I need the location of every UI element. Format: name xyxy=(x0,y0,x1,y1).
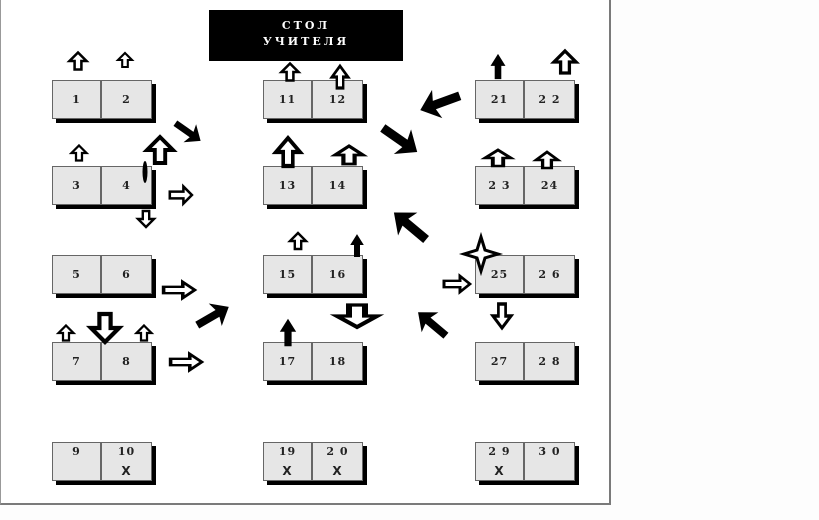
seat-15: 15 xyxy=(263,255,312,294)
seat-17: 17 xyxy=(263,342,312,381)
seat-number: 10 xyxy=(117,445,136,458)
seat-21: 21 xyxy=(475,80,524,119)
teacher-desk: СТОЛ УЧИТЕЛЯ xyxy=(209,10,403,61)
seat-20: 2 0 X xyxy=(312,442,363,481)
seat-2: 2 xyxy=(101,80,152,119)
desk-21-22: 21 2 2 xyxy=(475,80,579,123)
teacher-desk-line2: УЧИТЕЛЯ xyxy=(262,35,350,48)
desk-13-14: 13 14 xyxy=(263,166,367,209)
seat-28: 2 8 xyxy=(524,342,575,381)
seat-mark xyxy=(525,461,574,464)
seat-number: 3 0 xyxy=(538,445,561,458)
seat-18: 18 xyxy=(312,342,363,381)
seat-number: 2 0 xyxy=(326,445,349,458)
desk-15-16: 15 16 xyxy=(263,255,367,298)
desk-1-2: 1 2 xyxy=(52,80,156,123)
desk-11-12: 11 12 xyxy=(263,80,367,123)
seat-11: 11 xyxy=(263,80,312,119)
seat-26: 2 6 xyxy=(524,255,575,294)
seat-27: 27 xyxy=(475,342,524,381)
teacher-desk-line1: СТОЛ xyxy=(281,19,331,32)
seat-14: 14 xyxy=(312,166,363,205)
seat-4: 4 xyxy=(101,166,152,205)
desk-25-26: 25 2 6 xyxy=(475,255,579,298)
desk-27-28: 27 2 8 xyxy=(475,342,579,385)
seat-8: 8 xyxy=(101,342,152,381)
seat-mark xyxy=(53,461,100,464)
seat-23: 2 3 xyxy=(475,166,524,205)
seat-9: 9 xyxy=(52,442,101,481)
seat-number: 9 xyxy=(72,445,81,458)
desk-19-20: 19 X 2 0 X xyxy=(263,442,367,485)
desk-3-4: 3 4 xyxy=(52,166,156,209)
seat-mark: X xyxy=(332,464,343,478)
seat-19: 19 X xyxy=(263,442,312,481)
seat-number: 2 9 xyxy=(488,445,511,458)
classroom-frame xyxy=(0,0,611,505)
seat-1: 1 xyxy=(52,80,101,119)
desk-7-8: 7 8 xyxy=(52,342,156,385)
desk-29-30: 2 9 X 3 0 xyxy=(475,442,579,485)
seat-5: 5 xyxy=(52,255,101,294)
desk-17-18: 17 18 xyxy=(263,342,367,385)
desk-9-10: 9 10 X xyxy=(52,442,156,485)
seat-12: 12 xyxy=(312,80,363,119)
seat-mark: X xyxy=(282,464,293,478)
seat-22: 2 2 xyxy=(524,80,575,119)
seat-24: 24 xyxy=(524,166,575,205)
seat-3: 3 xyxy=(52,166,101,205)
seat-29: 2 9 X xyxy=(475,442,524,481)
seat-7: 7 xyxy=(52,342,101,381)
seat-16: 16 xyxy=(312,255,363,294)
desk-5-6: 5 6 xyxy=(52,255,156,298)
seat-mark: X xyxy=(121,464,132,478)
seat-30: 3 0 xyxy=(524,442,575,481)
seat-number: 19 xyxy=(278,445,297,458)
seat-mark: X xyxy=(494,464,505,478)
seat-13: 13 xyxy=(263,166,312,205)
desk-23-24: 2 3 24 xyxy=(475,166,579,209)
seat-10: 10 X xyxy=(101,442,152,481)
seat-25: 25 xyxy=(475,255,524,294)
seat-6: 6 xyxy=(101,255,152,294)
